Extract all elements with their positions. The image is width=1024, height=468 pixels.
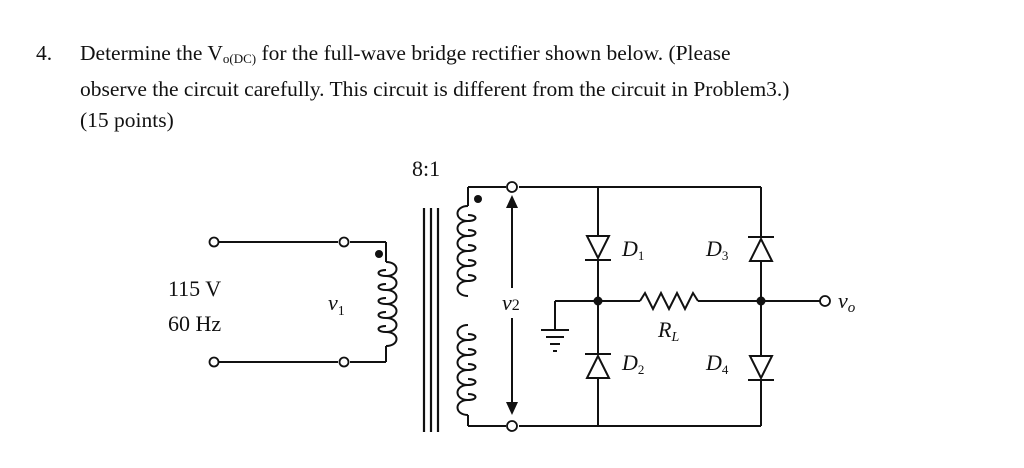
question-line2: observe the circuit carefully. This circ… xyxy=(80,77,790,101)
ground-icon xyxy=(541,329,569,352)
d3-label: D3 xyxy=(705,236,728,263)
primary-polarity-dot xyxy=(375,250,383,258)
d4-label: D4 xyxy=(705,350,729,377)
rl-label: RL xyxy=(657,317,679,345)
secondary-polarity-dot xyxy=(474,195,482,203)
d2-label: D2 xyxy=(621,350,644,377)
diode-d1-icon xyxy=(585,235,611,261)
junction-dot-right xyxy=(756,296,766,306)
secondary-terminal-bottom xyxy=(506,420,518,432)
output-terminal xyxy=(819,295,831,307)
source-frequency-label: 60 Hz xyxy=(168,311,221,336)
secondary-coil-upper xyxy=(456,205,477,297)
secondary-coil-lower xyxy=(456,324,477,416)
d1-label: D1 xyxy=(621,236,644,263)
question-subscript: o(DC) xyxy=(222,51,257,66)
diode-d2-icon xyxy=(585,353,611,379)
source-voltage-label: 115 V xyxy=(168,276,221,301)
diode-d3-icon xyxy=(748,236,774,262)
v2-label: v2 xyxy=(502,290,520,315)
primary-coil xyxy=(377,261,398,347)
question-line1-rest: for the full-wave bridge rectifier shown… xyxy=(256,41,731,65)
primary-terminal-bottom xyxy=(338,356,350,368)
vo-label: vo xyxy=(838,288,856,316)
primary-terminal-top xyxy=(338,236,350,248)
turns-ratio-label: 8:1 xyxy=(412,156,440,181)
question-text: 4. Determine the Vo(DC) for the full-wav… xyxy=(36,38,996,136)
v1-label: v1 xyxy=(328,290,345,319)
question-line1-start: Determine the V xyxy=(80,41,223,65)
v2-arrow-down-icon xyxy=(506,402,518,415)
v2-arrow-up-icon xyxy=(506,195,518,208)
source-terminal-bottom xyxy=(208,356,220,368)
source-terminal-top xyxy=(208,236,220,248)
question-body: Determine the Vo(DC) for the full-wave b… xyxy=(80,38,996,136)
diode-d4-icon xyxy=(748,355,774,381)
junction-dot-left xyxy=(593,296,603,306)
question-line3: (15 points) xyxy=(80,108,174,132)
question-number: 4. xyxy=(36,41,53,65)
secondary-terminal-top xyxy=(506,181,518,193)
